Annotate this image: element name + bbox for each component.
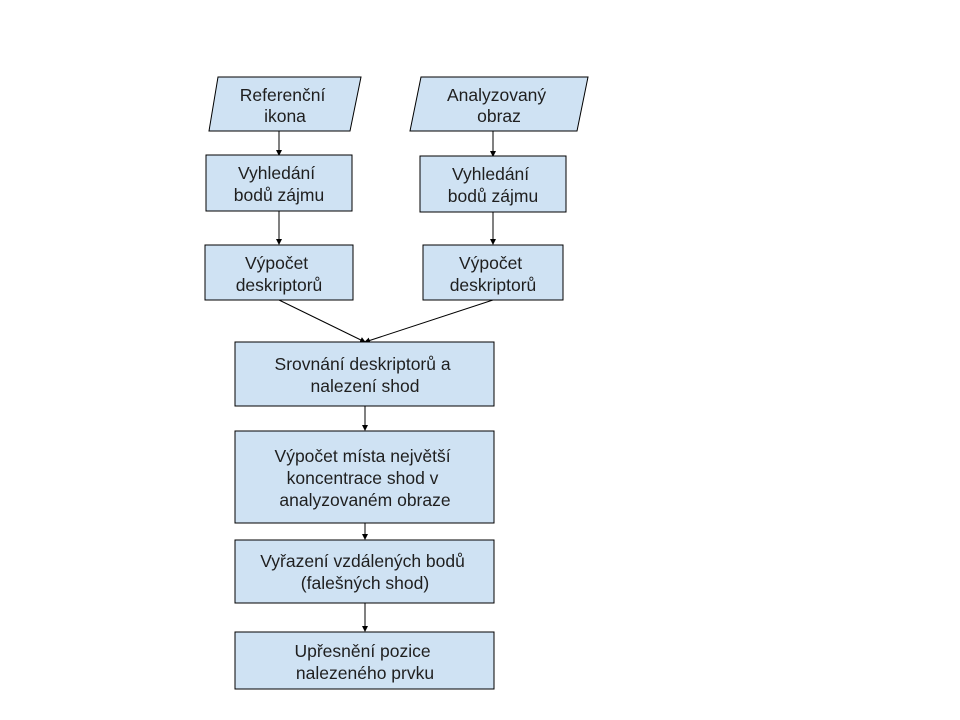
edge-left-descriptors-to-matching [278,299,366,343]
input-analyzed-image-shape [409,76,589,132]
right-interest-points-node: Vyhledání bodů zájmu [419,155,567,213]
left-interest-points-node: Vyhledání bodů zájmu [205,154,353,212]
svg-text:Referenční ikona: Referenční ikona [240,85,330,126]
left-descriptors-line-1: Výpočet [245,253,308,273]
right-descriptors-line-1: Výpočet [459,253,522,273]
right-descriptors-box [422,244,564,301]
matching-node: Srovnání deskriptorů a nalezení shod [234,341,495,407]
nodes: Referenční ikona Analyzovaný obraz Vyhle… [204,76,589,690]
concentration-line-2: koncentrace shod v [287,468,439,488]
outlier-removal-node: Vyřazení vzdálených bodů (falešných shod… [234,539,495,604]
right-interest-points-line-2: bodů zájmu [448,186,538,206]
svg-text:Upřesnění pozice nalez: Upřesnění pozice nalezeného prvku [294,641,435,683]
svg-text:Výpočet místa největší: Výpočet místa největší koncentrace shod … [275,446,456,510]
outlier-removal-line-2: (falešných shod) [301,573,429,593]
refinement-node: Upřesnění pozice nalezeného prvku [234,631,495,690]
input-analyzed-image-line-2: obraz [477,106,521,126]
matching-line-1: Srovnání deskriptorů a [275,354,451,374]
concentration-node: Výpočet místa největší koncentrace shod … [234,430,495,524]
input-reference-icon: Referenční ikona [208,76,362,132]
matching-line-2: nalezení shod [311,376,420,396]
svg-text:Výpočet deskriptorů: Výpočet deskriptorů [450,253,537,295]
concentration-line-1: Výpočet místa největší [275,446,451,466]
left-descriptors-box [204,244,354,301]
right-descriptors-node: Výpočet deskriptorů [422,244,564,301]
left-interest-points-box [205,154,353,212]
refinement-line-1: Upřesnění pozice [294,641,430,661]
edge-right-descriptors-to-matching [364,299,494,344]
concentration-box [234,430,495,524]
refinement-box [234,631,495,690]
right-interest-points-box [419,155,567,213]
left-descriptors-node: Výpočet deskriptorů [204,244,354,301]
svg-text:Vyřazení vzdálených bodů: Vyřazení vzdálených bodů (falešných shod… [260,551,470,593]
right-interest-points-line-1: Vyhledání [452,164,529,184]
matching-box [234,341,495,407]
input-reference-icon-shape [208,76,362,132]
input-reference-icon-line-2: ikona [264,106,306,126]
outlier-removal-box [234,539,495,604]
right-descriptors-line-2: deskriptorů [450,275,537,295]
input-analyzed-image: Analyzovaný obraz [409,76,589,132]
left-interest-points-line-1: Vyhledání [238,163,315,183]
svg-text:Srovnání deskriptorů a: Srovnání deskriptorů a nalezení shod [275,354,456,396]
refinement-line-2: nalezeného prvku [296,663,434,683]
concentration-line-3: analyzovaném obraze [279,490,450,510]
edges [276,131,496,632]
input-analyzed-image-line-1: Analyzovaný [447,85,546,105]
outlier-removal-line-1: Vyřazení vzdálených bodů [260,551,465,571]
input-reference-icon-line-1: Referenční [240,85,326,105]
svg-text:Vyhledání bodů zájmu: Vyhledání bodů zájmu [234,163,324,205]
left-interest-points-line-2: bodů zájmu [234,185,324,205]
svg-text:Analyzovaný obraz: Analyzovaný obraz [447,85,551,126]
svg-text:Vyhledání bodů zájmu: Vyhledání bodů zájmu [448,164,538,206]
svg-text:Výpočet deskriptorů: Výpočet deskriptorů [236,253,323,295]
left-descriptors-line-2: deskriptorů [236,275,323,295]
